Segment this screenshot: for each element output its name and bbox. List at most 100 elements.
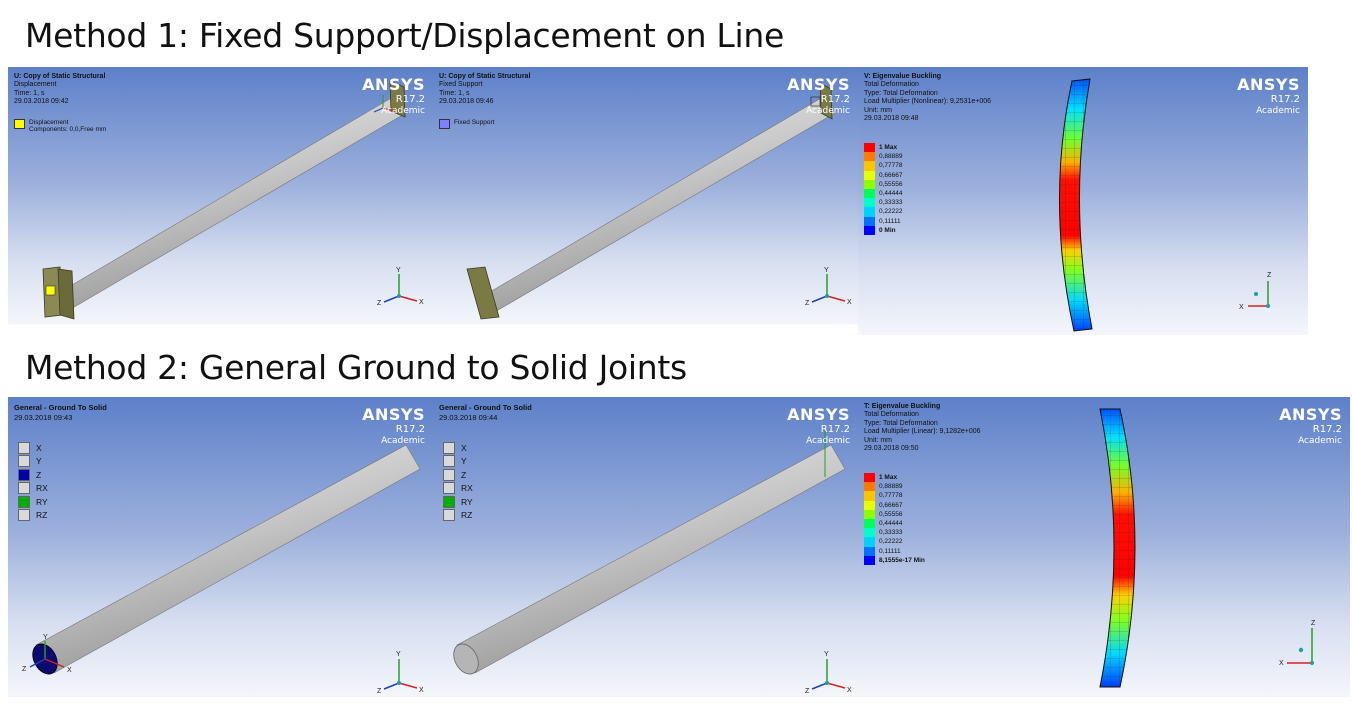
dof-checkbox-icon — [18, 441, 30, 454]
result-header: V: Eigenvalue Buckling Total Deformation… — [864, 73, 992, 123]
cylinder-model[interactable]: Y X Z — [433, 397, 858, 697]
dof-label: X — [36, 442, 42, 453]
dof-checkbox-icon — [18, 482, 30, 495]
cylinder-model[interactable]: X Z Y Y X Z — [8, 397, 433, 697]
color-swatch — [864, 537, 875, 547]
color-legend-value: 0,22222 — [879, 538, 903, 546]
svg-text:X: X — [419, 299, 424, 306]
color-swatch — [864, 216, 875, 226]
color-legend-row: 1 Max — [864, 473, 925, 483]
color-legend-value: 0,66667 — [879, 501, 903, 509]
color-swatch — [864, 509, 875, 519]
viewport-buckling-linear[interactable]: Z X T: Eigenvalue Buckling Total Deforma… — [858, 397, 1350, 697]
color-legend-value: 1 Max — [879, 144, 898, 152]
dof-label: X — [461, 442, 467, 453]
dof-item-rx: RX — [443, 482, 473, 496]
color-legend-row: 0,33333 — [864, 198, 903, 208]
result-header: U: Copy of Static Structural Displacemen… — [14, 73, 106, 106]
dof-label: RY — [36, 496, 48, 507]
svg-text:X: X — [847, 687, 852, 694]
color-legend-value: 1 Max — [879, 474, 898, 482]
ansys-logo: ANSYS R17.2 Academic — [787, 405, 850, 446]
color-legend-value: 0,11111 — [879, 547, 901, 555]
color-swatch — [864, 161, 875, 171]
color-legend-row: 0,22222 — [864, 537, 925, 547]
displacement-marker — [45, 285, 56, 296]
viewport-joint-1[interactable]: X Z Y Y X Z General - Ground To Solid 29… — [8, 397, 433, 697]
color-swatch — [864, 188, 875, 199]
color-legend-row: 0,55556 — [864, 179, 903, 189]
color-legend-row: 0,77778 — [864, 491, 925, 501]
color-legend-value: 8,1555e-17 Min — [879, 556, 925, 564]
color-legend-value: 0,77778 — [879, 492, 903, 500]
color-legend-row: 0,88889 — [864, 152, 903, 162]
color-swatch — [864, 546, 875, 556]
result-header: General - Ground To Solid 29.03.2018 09:… — [14, 403, 107, 422]
color-legend-row: 8,1555e-17 Min — [864, 555, 925, 565]
dof-item-x: X — [443, 441, 473, 455]
color-legend-row: 0,44444 — [864, 188, 903, 199]
color-swatch — [864, 473, 875, 483]
color-legend-value: 0,88889 — [879, 153, 903, 161]
deformed-beam[interactable]: Z X — [858, 67, 1308, 335]
ansys-logo: ANSYS R17.2 Academic — [787, 75, 850, 116]
color-swatch — [864, 491, 875, 501]
dof-item-rx: RX — [18, 482, 48, 496]
color-legend-value: 0 Min — [879, 226, 896, 234]
dof-label: Z — [461, 469, 467, 480]
color-legend-value: 0,44444 — [879, 190, 903, 198]
dof-checkbox-icon — [18, 495, 30, 508]
color-legend-value: 0,66667 — [879, 171, 903, 179]
dof-checkbox-icon — [18, 455, 30, 468]
color-legend-value: 0,44444 — [879, 520, 903, 528]
dof-checkbox-icon — [18, 468, 30, 481]
dof-item-y: Y — [443, 455, 473, 469]
color-legend-row: 0 Min — [864, 225, 903, 235]
color-legend-value: 0,88889 — [879, 483, 903, 491]
joint-triad-icon: X Z Y — [22, 634, 72, 674]
svg-text:Z: Z — [377, 688, 382, 695]
viewport-displacement[interactable]: Y X Z U: Copy of Static Structural Displ… — [8, 67, 433, 325]
svg-text:X: X — [1279, 660, 1284, 667]
color-legend-row: 0,88889 — [864, 482, 925, 492]
dof-item-ry: RY — [18, 495, 48, 509]
viewport-joint-2[interactable]: Y X Z General - Ground To Solid 29.03.20… — [433, 397, 858, 697]
color-legend-row: 0,11111 — [864, 546, 925, 556]
method-2-heading: Method 2: General Ground to Solid Joints — [25, 348, 687, 387]
result-header: U: Copy of Static Structural Fixed Suppo… — [439, 73, 531, 106]
color-legend-row: 1 Max — [864, 143, 903, 153]
ansys-logo: ANSYS R17.2 Academic — [1237, 75, 1300, 116]
color-legend-row: 0,22222 — [864, 207, 903, 217]
dof-label: RZ — [36, 510, 48, 521]
dof-label: RX — [36, 483, 48, 494]
corner-triad-icon — [373, 95, 395, 113]
legend-swatch — [439, 119, 450, 129]
viewport-buckling-nonlinear[interactable]: Z X V: Eigenvalue Buckling Total Deforma… — [858, 67, 1308, 335]
color-legend-value: 0,55556 — [879, 510, 903, 518]
ansys-logo: ANSYS R17.2 Academic — [362, 75, 425, 116]
color-legend-row: 0,77778 — [864, 161, 903, 171]
dof-checkbox-icon — [443, 455, 455, 468]
color-swatch — [864, 482, 875, 492]
legend-swatch — [14, 119, 25, 129]
dof-checkbox-icon — [443, 495, 455, 508]
color-legend-row: 0,55556 — [864, 509, 925, 519]
deformed-beam[interactable]: Z X — [858, 397, 1350, 697]
dof-checkbox-icon — [443, 509, 455, 522]
color-swatch — [864, 170, 875, 180]
dof-label: Y — [461, 456, 467, 467]
color-swatch — [864, 555, 875, 565]
dof-item-y: Y — [18, 455, 48, 469]
svg-text:Y: Y — [396, 267, 401, 274]
color-legend-row: 0,44444 — [864, 518, 925, 529]
svg-text:Z: Z — [805, 688, 810, 695]
svg-text:Z: Z — [22, 666, 27, 673]
viewport-fixed-support[interactable]: Y X Z U: Copy of Static Structural Fixed… — [433, 67, 858, 325]
beam-model[interactable]: Y X Z — [433, 67, 858, 325]
triad-icon: Y X Z — [805, 651, 852, 695]
color-swatch — [864, 207, 875, 217]
beam-model[interactable]: Y X Z — [8, 67, 433, 325]
